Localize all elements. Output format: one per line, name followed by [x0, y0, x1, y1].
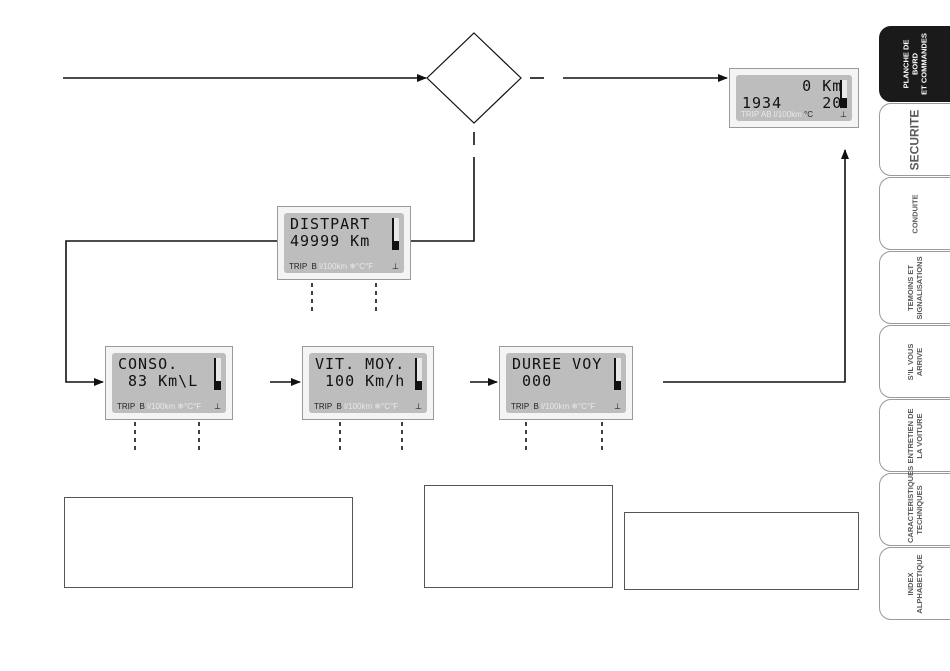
tab-label: SECURITE: [907, 109, 922, 170]
level-bar: [415, 358, 422, 390]
lcd-line-2: 83 Km\L: [118, 372, 199, 390]
lcd-line-2: 100 Km/h: [315, 372, 406, 390]
temperature-icon: ⊥: [415, 402, 422, 411]
lcd-footer-dim: TRIP AB l/100km: [741, 110, 802, 119]
tab-label: CONDUITE: [910, 193, 920, 234]
lcd-line-1: CONSO.: [118, 355, 179, 373]
line-distpart-to-conso: [65, 240, 278, 386]
lcd-footer: TRIP B l/100km ❄°C°F: [314, 402, 398, 411]
lcd-footer: TRIP B l/100km ❄°C°F: [511, 402, 595, 411]
lcd-line-1: DISTPART: [290, 215, 371, 233]
tab-conduite[interactable]: CONDUITE: [879, 177, 950, 250]
lcd-screen: 0 Km 1934 20 TRIP AB l/100km °C ⊥: [736, 75, 852, 121]
empty-text-box-middle: [424, 485, 613, 588]
leader-lines: [134, 283, 603, 452]
lcd-screen: DISTPART 49999 Km TRIP B l/100km ❄°C°F ⊥: [284, 213, 404, 273]
lcd-footer: TRIP AB l/100km °C: [741, 110, 813, 119]
arrow-dureevoy-to-main: [663, 149, 849, 383]
tab-entretien[interactable]: ENTRETIEN DE LA VOITURE: [879, 399, 950, 472]
level-bar: [614, 358, 621, 390]
lcd-footer: TRIP B l/100km ❄°C°F: [117, 402, 201, 411]
lcd-footer-b: B: [533, 402, 539, 411]
lcd-line-1: VIT. MOY.: [315, 355, 406, 373]
lcd-screen: DUREE VOY 000 TRIP B l/100km ❄°C°F ⊥: [506, 353, 626, 413]
temperature-icon: ⊥: [214, 402, 221, 411]
lcd-screen: CONSO. 83 Km\L TRIP B l/100km ❄°C°F ⊥: [112, 353, 226, 413]
lcd-footer-dim: l/100km ❄°C°F: [147, 402, 202, 411]
level-bar: [214, 358, 221, 390]
main-display: 0 Km 1934 20 TRIP AB l/100km °C ⊥: [729, 68, 859, 128]
tab-temoins[interactable]: TEMOINS ET SIGNALISATIONS: [879, 251, 950, 324]
tab-label: CARACTERISTIQUES TECHNIQUES: [906, 465, 924, 543]
empty-text-box-left: [64, 497, 353, 588]
lcd-footer-trip: TRIP: [314, 402, 333, 411]
lcd-footer-dim: l/100km ❄°C°F: [344, 402, 399, 411]
tab-planche-de-bord[interactable]: PLANCHE DE BORD ET COMMANDES: [879, 26, 950, 102]
lcd-line-2: 1934 20: [742, 94, 843, 112]
conso-display: CONSO. 83 Km\L TRIP B l/100km ❄°C°F ⊥: [105, 346, 233, 420]
tab-label: PLANCHE DE BORD ET COMMANDES: [901, 33, 929, 95]
temperature-icon: ⊥: [614, 402, 621, 411]
tab-label: S'IL VOUS ARRIVE: [906, 343, 924, 380]
dureevoy-display: DUREE VOY 000 TRIP B l/100km ❄°C°F ⊥: [499, 346, 633, 420]
tab-caracteristiques[interactable]: CARACTERISTIQUES TECHNIQUES: [879, 465, 950, 546]
level-bar: [392, 218, 399, 250]
lcd-footer-b: B: [311, 262, 317, 271]
lcd-footer-unit: °C: [804, 110, 813, 119]
lcd-line-1: 0 Km: [742, 77, 843, 95]
lcd-footer-dim: l/100km ❄°C°F: [319, 262, 374, 271]
tab-label: INDEX ALPHABETIQUE: [906, 553, 924, 614]
lcd-footer-trip: TRIP: [511, 402, 530, 411]
tab-label: ENTRETIEN DE LA VOITURE: [906, 408, 924, 464]
decision-diamond: [426, 32, 522, 124]
lcd-footer-trip: TRIP: [289, 262, 308, 271]
lcd-line-1: DUREE VOY: [512, 355, 603, 373]
lcd-line-2: 000: [512, 372, 553, 390]
level-bar: [840, 80, 847, 108]
lcd-line-2: 49999 Km: [290, 232, 371, 250]
lcd-footer-b: B: [336, 402, 342, 411]
lcd-footer: TRIP B l/100km ❄°C°F: [289, 262, 373, 271]
empty-text-box-right: [624, 512, 859, 590]
tab-label: TEMOINS ET SIGNALISATIONS: [906, 255, 924, 320]
tab-index[interactable]: INDEX ALPHABETIQUE: [879, 547, 950, 620]
lcd-footer-b: B: [139, 402, 145, 411]
tab-securite[interactable]: SECURITE: [879, 103, 950, 176]
lcd-footer-trip: TRIP: [117, 402, 136, 411]
line-decision-to-distpart: [410, 157, 475, 242]
temperature-icon: ⊥: [840, 110, 847, 119]
lcd-footer-dim: l/100km ❄°C°F: [541, 402, 596, 411]
distpart-display: DISTPART 49999 Km TRIP B l/100km ❄°C°F ⊥: [277, 206, 411, 280]
lcd-screen: VIT. MOY. 100 Km/h TRIP B l/100km ❄°C°F …: [309, 353, 427, 413]
tab-sil-vous-arrive[interactable]: S'IL VOUS ARRIVE: [879, 325, 950, 398]
temperature-icon: ⊥: [392, 262, 399, 271]
vitmoy-display: VIT. MOY. 100 Km/h TRIP B l/100km ❄°C°F …: [302, 346, 434, 420]
